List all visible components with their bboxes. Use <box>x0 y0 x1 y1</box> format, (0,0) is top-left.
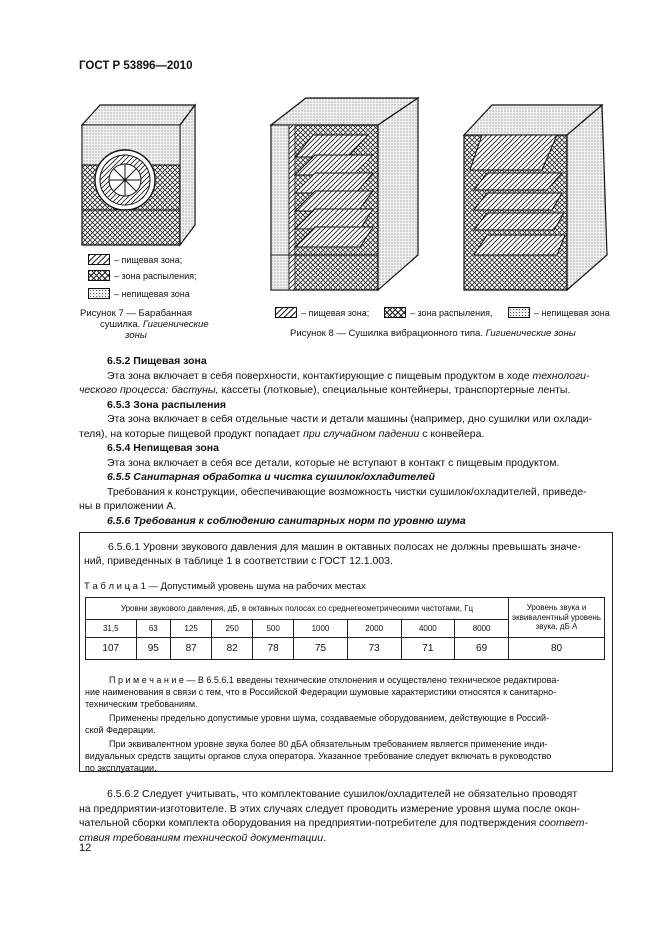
fig8-food-swatch <box>275 307 297 318</box>
nonfood-zone-swatch <box>88 288 110 299</box>
food-zone-swatch <box>88 254 110 265</box>
s652-l2: кассеты (лотковые), специальные контейне… <box>218 384 571 396</box>
fig8-legend-nonfood-label: – непищевая зона <box>534 307 610 318</box>
figure-7-caption: Рисунок 7 — Барабанная сушилка. Гигиенич… <box>80 308 210 341</box>
s6562-line1: 6.5.6.2 Следует учитывать, что комплекто… <box>107 788 578 800</box>
note-line2: ние наименования в связи с тем, что в Ро… <box>85 687 557 697</box>
legend-spray-label: – зона распыления; <box>114 270 197 281</box>
s653-l2-end: с конвейера. <box>419 427 485 440</box>
section-6-5-4-line1: Эта зона включает в себя все детали, кот… <box>107 456 560 469</box>
note-line5: ской Федерации. <box>85 725 156 735</box>
level-cell: 71 <box>400 637 456 660</box>
section-6-5-6-2: 6.5.6.2 Следует учитывать, что комплекто… <box>79 787 611 845</box>
s6562-line4: ствия требованиям технической документац… <box>79 831 611 846</box>
s652-l2-italic: ческого процесса: бастуны, <box>79 384 219 396</box>
fig7-caption-line3: зоны <box>125 330 147 341</box>
s6562-line2: на предприятии-изготовителе. В этих случ… <box>79 802 581 815</box>
noise-levels-table: Уровни звукового давления, дБ, в октавны… <box>85 597 605 660</box>
freq-cell: 500 <box>252 619 295 638</box>
fig7-caption-line2-italic: Гигиенические <box>142 319 209 330</box>
s6562-l4-italic: ствия требованиям технической документац… <box>79 831 324 844</box>
fig8-legend-food-label: – пищевая зона; <box>301 307 370 318</box>
section-6-5-2-title: 6.5.2 Пищевая зона <box>107 355 207 367</box>
level-cell: 107 <box>85 637 137 660</box>
freq-cell: 4000 <box>400 619 456 638</box>
fig8-legend-food: – пищевая зона; <box>275 307 369 318</box>
freq-cell: 8000 <box>454 619 509 638</box>
legend-food-zone: – пищевая зона; <box>88 254 182 265</box>
table-header-octave: Уровни звукового давления, дБ, в октавны… <box>85 597 509 620</box>
fig7-caption-line2: сушилка. Гигиенические <box>80 319 210 330</box>
s6562-l3: чательной сборки комплекта оборудования … <box>79 817 540 829</box>
fig7-caption-line2-plain: сушилка. <box>100 319 143 330</box>
total-level-cell: 80 <box>508 637 605 660</box>
section-6-5-2-line2: ческого процесса: бастуны, кассеты (лотк… <box>79 383 611 398</box>
note-label: П р и м е ч а н и е <box>109 675 184 685</box>
document-header: ГОСТ Р 53896—2010 <box>79 60 193 72</box>
section-6-5-3-line1: Эта зона включает в себя отдельные части… <box>107 413 592 425</box>
s6562-l3-italic: соответ- <box>539 817 588 829</box>
spray-zone-swatch <box>88 270 110 281</box>
section-6-5-6-title: 6.5.6 Требования к соблюдению санитарных… <box>107 514 466 527</box>
section-6-5-4-title: 6.5.4 Непищевая зона <box>107 442 219 454</box>
box-paragraph-line1: 6.5.6.1 Уровни звукового давления для ма… <box>108 541 581 553</box>
noise-requirements-box: 6.5.6.1 Уровни звукового давления для ма… <box>79 532 613 772</box>
freq-cell: 250 <box>211 619 254 638</box>
s653-l2-italic: при случайном падении <box>303 427 420 440</box>
figure-8-dryer-left <box>269 96 420 292</box>
s6562-line3: чательной сборки комплекта оборудования … <box>79 816 611 831</box>
note-line6: При эквивалентном уровне звука более 80 … <box>109 739 548 749</box>
level-cell: 87 <box>170 637 213 660</box>
s6562-l4: . <box>323 831 327 844</box>
section-6-5-5-title: 6.5.5 Санитарная обработка и чистка суши… <box>107 471 435 483</box>
legend-nonfood-label: – непищевая зона <box>114 288 190 299</box>
s652-l1: Эта зона включает в себя поверхности, ко… <box>107 369 533 382</box>
freq-cell: 2000 <box>346 619 402 638</box>
fig8-caption-italic: Гигиенические зоны <box>485 328 576 339</box>
legend-nonfood-zone: – непищевая зона <box>88 288 190 299</box>
level-cell: 75 <box>293 637 348 660</box>
fig8-caption-plain: Рисунок 8 — Сушилка вибрационного типа. <box>290 328 486 339</box>
freq-cell: 1000 <box>293 619 348 638</box>
section-6-5-2-line1: Эта зона включает в себя поверхности, ко… <box>79 369 611 384</box>
figure-7-drum-dryer <box>80 103 197 247</box>
section-6-5-3-line2: теля), на которые пищевой продукт попада… <box>79 427 611 442</box>
table-1-title: Т а б л и ц а 1 — Допустимый уровень шум… <box>84 581 366 592</box>
note-line1: — В 6.5.6.1 введены технические отклонен… <box>183 675 560 685</box>
level-cell: 73 <box>346 637 402 660</box>
section-6-5-5-line2: ны в приложении А. <box>79 500 177 512</box>
freq-cell: 31,5 <box>85 619 137 638</box>
fig8-legend-spray-label: – зона распыления, <box>410 307 493 318</box>
note-line7: видуальных средств защиты органов слуха … <box>85 751 552 761</box>
level-cell: 95 <box>135 637 172 660</box>
section-6-5-3-title: 6.5.3 Зона распыления <box>107 398 227 411</box>
fig8-spray-swatch <box>384 307 406 318</box>
level-cell: 82 <box>211 637 254 660</box>
table-notes: П р и м е ч а н и е — В 6.5.6.1 введены … <box>85 674 605 774</box>
freq-cell: 125 <box>170 619 213 638</box>
page-number: 12 <box>79 842 92 854</box>
fig8-legend-spray: – зона распыления, <box>384 307 493 318</box>
legend-food-label: – пищевая зона; <box>114 254 183 265</box>
fig8-legend-nonfood: – непищевая зона <box>508 307 610 318</box>
level-cell: 78 <box>252 637 295 660</box>
level-cell: 69 <box>454 637 509 660</box>
box-paragraph-line2: ний, приведенных в таблице 1 в соответст… <box>84 555 393 567</box>
note-line3: техническим требованиям. <box>85 699 198 709</box>
s653-l2: теля), на которые пищевой продукт попада… <box>79 427 304 440</box>
note-line4: Применены предельно допустимые уровни шу… <box>109 713 550 723</box>
figure-8-dryer-right <box>462 103 608 292</box>
section-6-5-2: 6.5.2 Пищевая зона Эта зона включает в с… <box>79 354 611 528</box>
note-line8: по эксплуатации. <box>85 763 157 773</box>
table-header-equivalent: Уровень звука и эквивалентный уровень зв… <box>508 597 605 638</box>
section-6-5-5-line1: Требования к конструкции, обеспечивающие… <box>107 485 587 498</box>
s652-l1-italic: технологи- <box>532 369 590 382</box>
fig7-caption-line1: Рисунок 7 — Барабанная <box>80 308 193 319</box>
freq-cell: 63 <box>135 619 172 638</box>
fig8-nonfood-swatch <box>508 307 530 318</box>
figure-8-caption: Рисунок 8 — Сушилка вибрационного типа. … <box>290 328 610 339</box>
legend-spray-zone: – зона распыления; <box>88 270 197 281</box>
